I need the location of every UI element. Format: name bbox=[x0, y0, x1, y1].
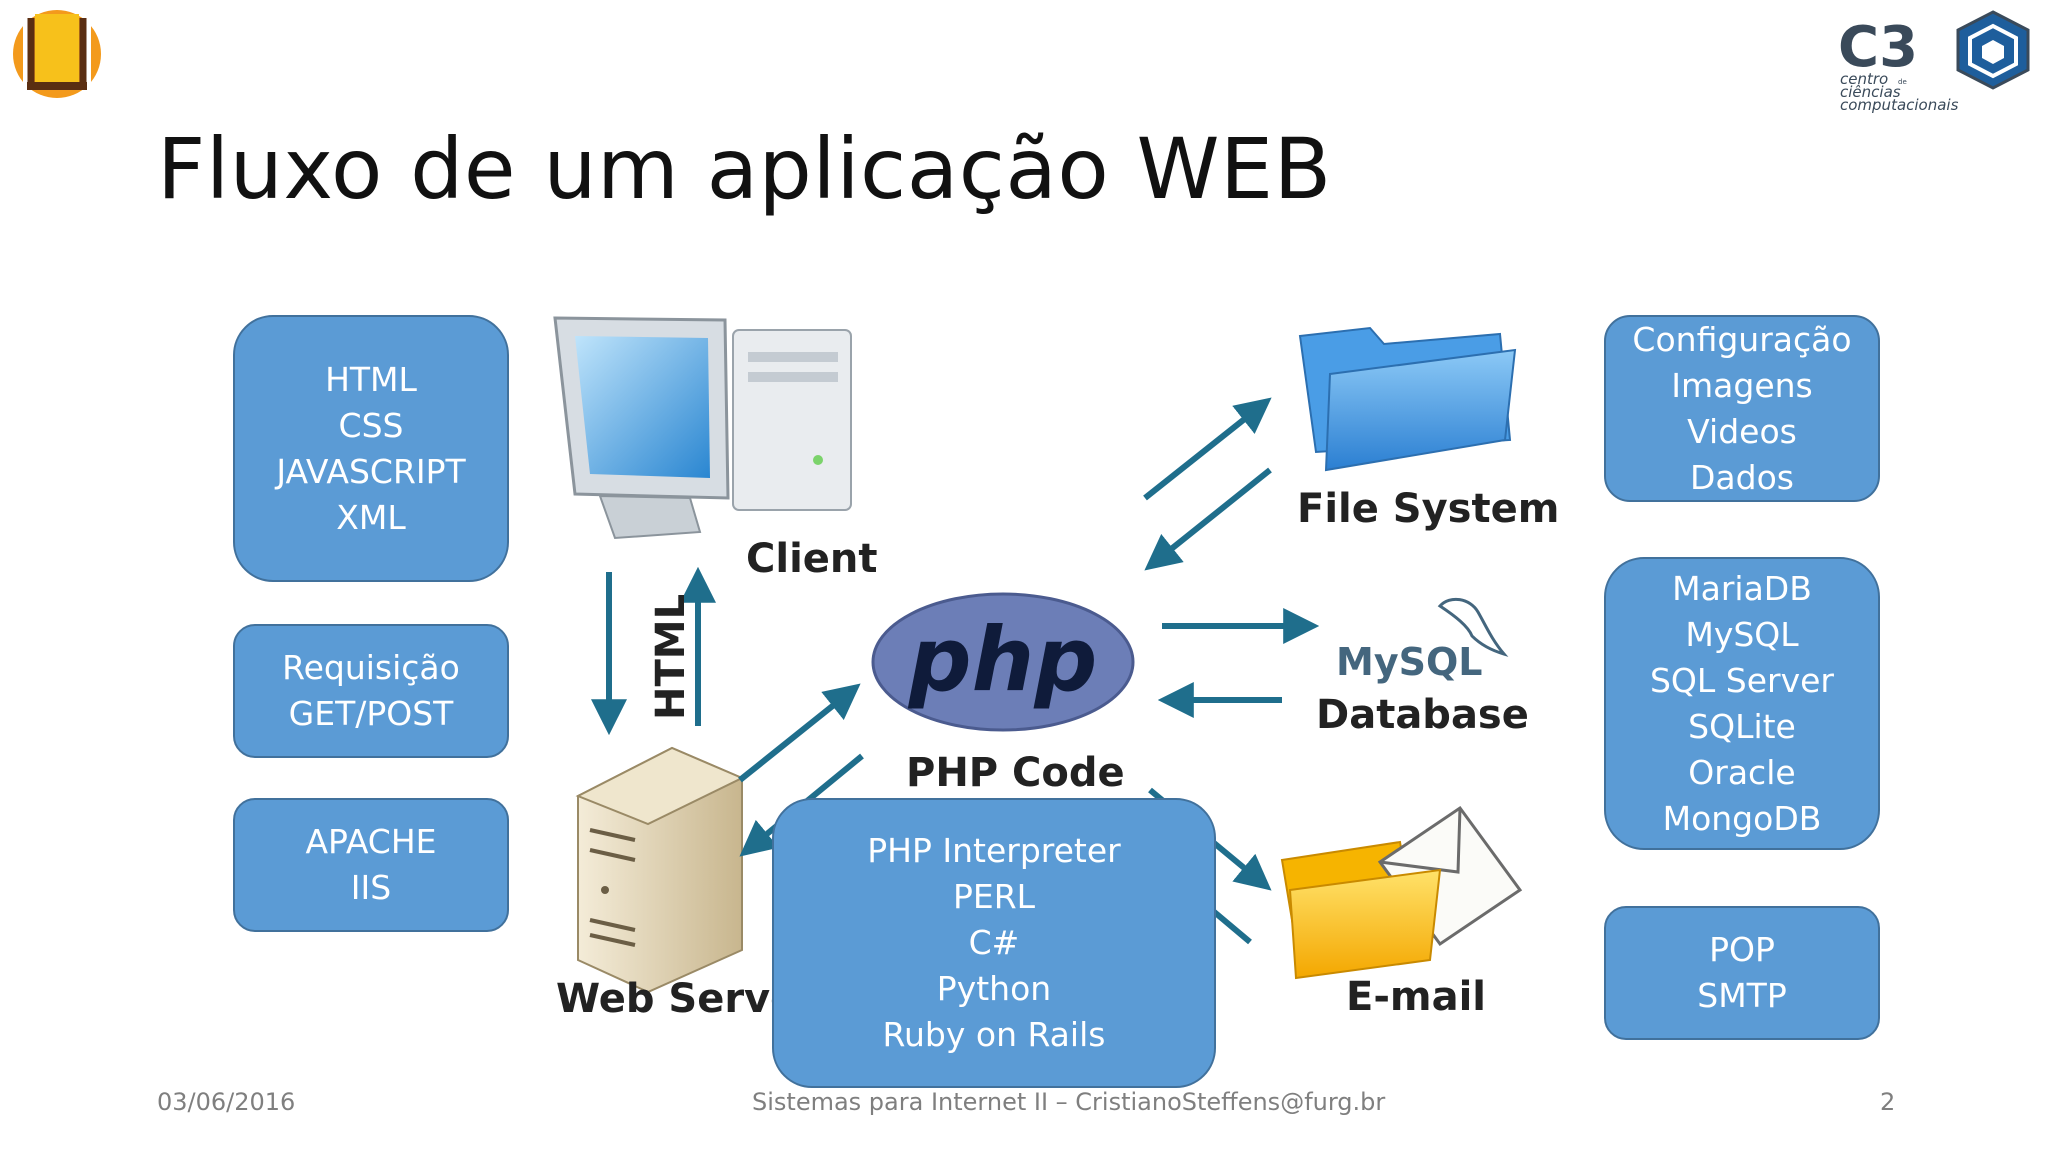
files-box: Configuração Imagens Videos Dados bbox=[1604, 315, 1880, 502]
c3-logo-text: C3 bbox=[1838, 15, 1918, 80]
php-logo-text: php bbox=[908, 608, 1098, 711]
databases-item: MongoDB bbox=[1662, 798, 1822, 838]
email-icon bbox=[1280, 805, 1523, 980]
files-item: Imagens bbox=[1671, 365, 1813, 405]
interpreters-box: PHP Interpreter PERL C# Python Ruby on R… bbox=[772, 798, 1216, 1088]
interpreter-item: Python bbox=[936, 969, 1052, 1008]
folder-icon bbox=[1298, 326, 1517, 472]
slide-title: Fluxo de um aplicação WEB bbox=[157, 120, 1332, 218]
mail-box: POP SMTP bbox=[1604, 906, 1880, 1040]
mail-item: POP bbox=[1709, 930, 1775, 969]
email-label: E-mail bbox=[1346, 974, 1487, 1020]
interpreter-item: Ruby on Rails bbox=[882, 1015, 1106, 1054]
arrow-php-to-filesystem bbox=[1143, 397, 1272, 501]
arrow-filesystem-to-php bbox=[1144, 467, 1272, 571]
files-item: Configuração bbox=[1632, 319, 1852, 359]
client-tech-item: CSS bbox=[338, 405, 404, 445]
html-label: HTML bbox=[648, 593, 694, 720]
footer-page-number: 2 bbox=[1880, 1088, 1896, 1116]
client-tech-item: HTML bbox=[325, 359, 417, 399]
files-item: Dados bbox=[1690, 457, 1794, 497]
php-logo-icon: php bbox=[871, 592, 1135, 732]
client-tech-item: JAVASCRIPT bbox=[276, 451, 466, 491]
web-server-label: Web Serve bbox=[556, 976, 798, 1022]
server-box: APACHE IIS bbox=[233, 798, 509, 932]
arrow-server-to-php bbox=[738, 683, 861, 783]
web-server-icon bbox=[575, 746, 745, 994]
php-code-label: PHP Code bbox=[906, 750, 1125, 796]
databases-item: MariaDB bbox=[1672, 568, 1812, 608]
c3-line-1: centro bbox=[1840, 70, 1888, 88]
server-item: IIS bbox=[350, 868, 392, 907]
databases-item: Oracle bbox=[1688, 752, 1796, 792]
files-item: Videos bbox=[1687, 411, 1797, 451]
c3-line-2: ciências bbox=[1840, 83, 1901, 101]
c3-line-de: de bbox=[1898, 78, 1907, 86]
client-computer-icon bbox=[553, 316, 852, 540]
databases-item: MySQL bbox=[1685, 614, 1799, 654]
client-tech-box: HTML CSS JAVASCRIPT XML bbox=[233, 315, 509, 582]
interpreter-item: PHP Interpreter bbox=[867, 831, 1121, 870]
request-item: GET/POST bbox=[288, 694, 454, 733]
file-system-label: File System bbox=[1297, 486, 1560, 532]
request-box: Requisição GET/POST bbox=[233, 624, 509, 758]
c3-logo-graphic: C3 centro de ciências computacionais bbox=[1838, 10, 2030, 114]
request-item: Requisição bbox=[282, 648, 460, 687]
footer-center: Sistemas para Internet II – CristianoSte… bbox=[752, 1088, 1386, 1116]
databases-item: SQL Server bbox=[1649, 660, 1834, 700]
client-tech-item: XML bbox=[336, 497, 406, 537]
interpreter-item: C# bbox=[968, 923, 1020, 962]
mysql-logo-text: MySQL bbox=[1336, 640, 1482, 684]
databases-item: SQLite bbox=[1688, 706, 1796, 746]
mail-item: SMTP bbox=[1697, 976, 1787, 1015]
server-item: APACHE bbox=[305, 822, 437, 861]
mysql-logo-icon: MySQL bbox=[1336, 597, 1509, 684]
client-label: Client bbox=[746, 536, 878, 582]
c3-logo: C3 centro de ciências computacionais bbox=[1838, 8, 2044, 116]
databases-box: MariaDB MySQL SQL Server SQLite Oracle M… bbox=[1604, 557, 1880, 850]
footer-date: 03/06/2016 bbox=[157, 1088, 296, 1116]
database-label: Database bbox=[1316, 692, 1529, 738]
c3-line-3: computacionais bbox=[1840, 96, 1959, 114]
c3-hexagon-icon bbox=[1956, 10, 2030, 90]
interpreter-item: PERL bbox=[952, 877, 1036, 916]
